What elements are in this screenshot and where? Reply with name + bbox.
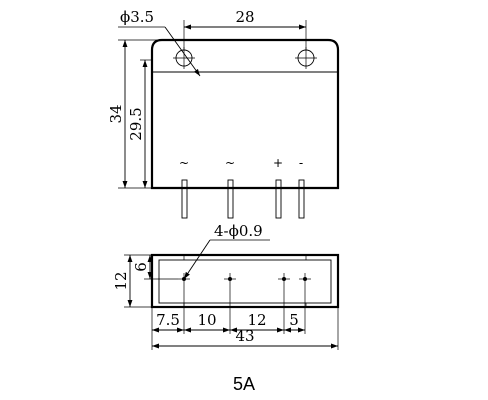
pin-marker [224, 273, 236, 285]
pin-offset-dimension [144, 255, 178, 280]
pin-marker [299, 273, 311, 285]
pin-callout-leader [183, 239, 270, 280]
depth-label: 12 [112, 271, 130, 290]
pin-marker [278, 273, 290, 285]
bottom-outline-outer [150, 253, 340, 309]
pin-spacing-label: 7.5 [156, 311, 180, 329]
bottom-pins [178, 273, 311, 285]
pin [298, 179, 305, 219]
bottom-view: 4-ϕ0.9 12 6 7.5 [112, 222, 340, 350]
pin [275, 179, 282, 219]
pin [227, 179, 234, 219]
pin-spacing-label: 12 [247, 311, 266, 329]
pin-spacing-label: 5 [289, 311, 299, 329]
body-height-dimension [140, 59, 152, 188]
depth-dimension [124, 254, 152, 308]
model-caption: 5A [233, 374, 255, 394]
pin-offset-label: 6 [132, 262, 150, 272]
mounting-hole-left [173, 47, 195, 69]
terminal-label-minus: - [299, 156, 303, 170]
pin [181, 179, 188, 219]
bottom-outline-inner [158, 259, 332, 304]
pin-spacing-label: 10 [197, 311, 216, 329]
hole-diameter-leader [118, 26, 201, 77]
hole-spacing-label: 28 [235, 8, 254, 26]
hole-diameter-label: ϕ3.5 [120, 8, 154, 26]
front-pins [181, 179, 305, 219]
overall-height-label: 34 [107, 104, 125, 123]
overall-height-dimension [118, 39, 160, 189]
terminal-label-ac1: ~ [179, 156, 189, 170]
body-height-label: 29.5 [127, 107, 145, 140]
mounting-hole-right [295, 47, 317, 69]
terminal-label-plus: + [273, 156, 283, 170]
front-view: ϕ3.5 28 34 29.5 ~ ~ + - [107, 8, 340, 219]
horizontal-extension-lines [151, 285, 339, 350]
module-body-outline [150, 38, 340, 190]
terminal-label-ac2: ~ [225, 156, 235, 170]
hole-spacing-dimension [183, 20, 307, 50]
overall-width-label: 43 [235, 327, 254, 345]
pin-callout-label: 4-ϕ0.9 [214, 222, 263, 240]
